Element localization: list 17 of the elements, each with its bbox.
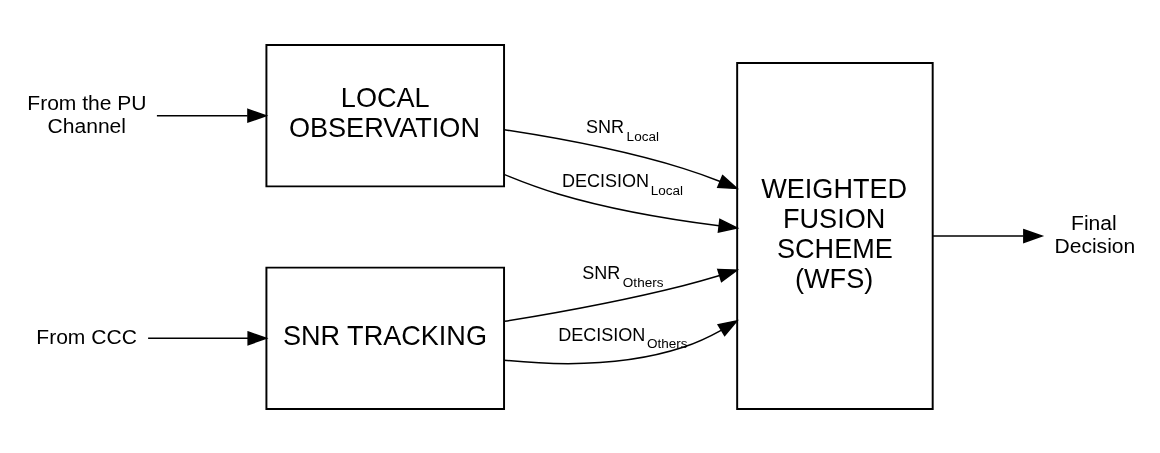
edge-label: DECISION$_{Local}$ <box>561 170 683 198</box>
edge-label: SNR$_{Local}$ <box>586 116 659 144</box>
arrow <box>932 228 1045 243</box>
edge-label: DECISION$_{Others}$ <box>558 324 688 351</box>
arrow <box>503 268 740 322</box>
arrow <box>156 107 269 123</box>
node-text: Final Decision <box>1054 210 1136 257</box>
arrow <box>147 330 269 346</box>
node-box: LOCAL OBSERVATION <box>265 43 506 187</box>
node-box: SNR TRACKING <box>265 266 506 410</box>
edge-label: SNR$_{Others}$ <box>582 262 664 290</box>
arrow <box>503 173 740 233</box>
node-box: WEIGHTED FUSION SCHEME (WFS) <box>736 61 934 410</box>
arrow <box>503 319 739 364</box>
node-text: From CCC <box>36 324 137 348</box>
arrow <box>503 128 739 189</box>
node-text: From the PU Channel <box>27 90 147 137</box>
